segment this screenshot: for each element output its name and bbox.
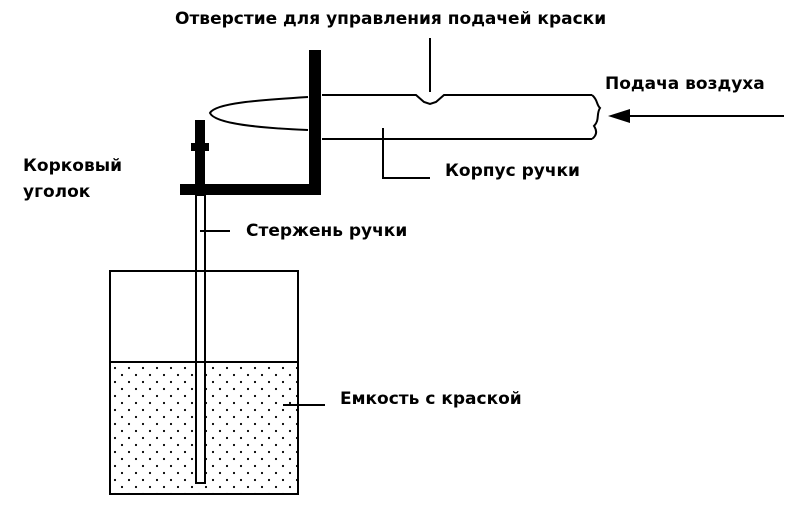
label-paint-container: Емкость с краской	[340, 389, 522, 409]
paint-container-shape	[109, 270, 299, 495]
cork-corner-vertical	[309, 50, 321, 195]
handle-rod-collar	[191, 143, 209, 151]
label-handle-rod: Стержень ручки	[246, 221, 407, 241]
handle-body-shape	[208, 94, 602, 140]
handle-body-top-edge	[322, 94, 592, 106]
rod-in-paint-mask	[195, 361, 206, 484]
handle-body-broken-end	[591, 94, 602, 140]
handle-rod-upper	[195, 120, 205, 184]
label-cork-corner-line2: уголок	[23, 182, 91, 202]
cork-corner-shape	[180, 50, 321, 195]
air-supply-arrow	[608, 109, 784, 123]
label-cork-corner-line1: Корковый	[23, 156, 122, 176]
leader-handle-body	[382, 128, 430, 179]
label-paint-control-hole: Отверстие для управления подачей краски	[175, 9, 606, 29]
label-air-supply: Подача воздуха	[605, 74, 765, 94]
container-outline	[109, 270, 299, 495]
label-handle-body: Корпус ручки	[445, 161, 580, 181]
cork-corner-horizontal	[180, 184, 321, 195]
handle-body-tip	[208, 96, 309, 131]
